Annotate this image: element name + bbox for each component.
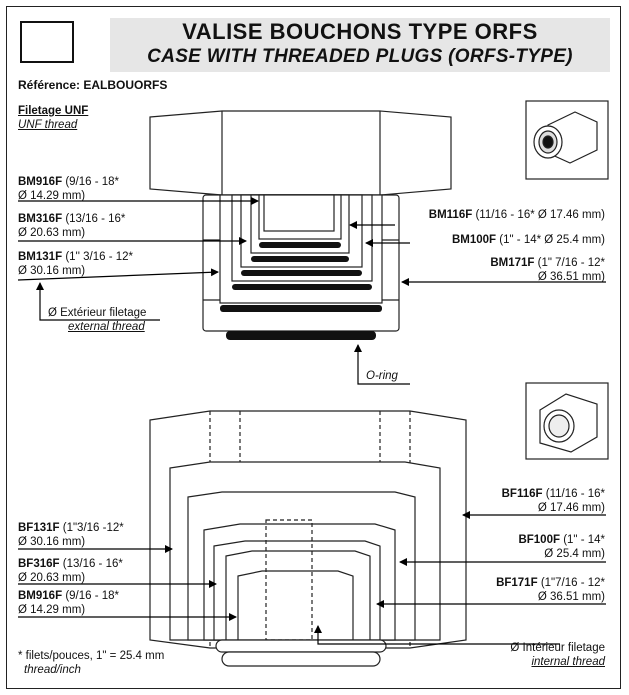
label-bf171f: BF171F (1"7/16 - 12* Ø 36.51 mm): [496, 577, 605, 603]
logo-placeholder: [20, 21, 74, 63]
label-bf100f: BF100F (1" - 14* Ø 25.4 mm): [518, 534, 605, 560]
label-bf131f: BF131F (1"3/16 -12* Ø 30.16 mm): [18, 522, 124, 548]
heading-en: UNF thread: [18, 119, 78, 131]
title-bar: [110, 18, 610, 72]
external-thread-label: Ø Extérieur filetage external thread: [48, 307, 147, 333]
label-bm116f: BM116F (11/16 - 16* Ø 17.46 mm): [428, 209, 605, 221]
page-subtitle: CASE WITH THREADED PLUGS (ORFS-TYPE): [147, 46, 573, 67]
top-right-arrows: [349, 221, 606, 286]
label-bm916f-bottom: BM916F (9/16 - 18* Ø 14.29 mm): [18, 590, 120, 616]
internal-thread-arrow: [314, 625, 560, 645]
female-plug-base: [215, 639, 387, 667]
female-nut-3d-icon: [525, 382, 609, 460]
label-bm916f-top: BM916F (9/16 - 18* Ø 14.29 mm): [18, 176, 120, 202]
footnote: * filets/pouces, 1" = 25.4 mm thread/inc…: [18, 650, 165, 676]
page-title: VALISE BOUCHONS TYPE ORFS: [182, 19, 538, 44]
female-plug-drawing: [149, 410, 467, 649]
top-heading: Filetage UNF UNF thread: [18, 104, 88, 132]
external-thread-arrow: [36, 282, 160, 321]
bottom-right-arrows: [376, 511, 606, 608]
label-bf116f: BF116F (11/16 - 16* Ø 17.46 mm): [501, 488, 605, 514]
male-plug-3d-icon: [525, 100, 609, 180]
page-frame: [6, 6, 621, 689]
internal-thread-label: Ø Intérieur filetage internal thread: [510, 642, 605, 668]
o-ring-label: O-ring: [366, 370, 398, 382]
label-bm100f: BM100F (1" - 14* Ø 25.4 mm): [451, 234, 605, 246]
o-ring-arrow: [354, 344, 410, 385]
label-bm171f: BM171F (1" 7/16 - 12* Ø 36.51 mm): [490, 257, 605, 283]
male-plug-drawing: [149, 110, 452, 332]
top-left-arrows: [17, 197, 259, 281]
bottom-left-arrows: [18, 545, 237, 621]
heading-fr: Filetage UNF: [18, 105, 89, 117]
label-bm131f: BM131F (1'' 3/16 - 12* Ø 30.16 mm): [18, 251, 133, 277]
reference-label: Référence: EALBOUORFS: [18, 78, 168, 92]
label-bf316f: BF316F (13/16 - 16* Ø 20.63 mm): [18, 558, 123, 584]
o-rings: [220, 242, 382, 340]
label-bm316f: BM316F (13/16 - 16* Ø 20.63 mm): [18, 213, 126, 239]
